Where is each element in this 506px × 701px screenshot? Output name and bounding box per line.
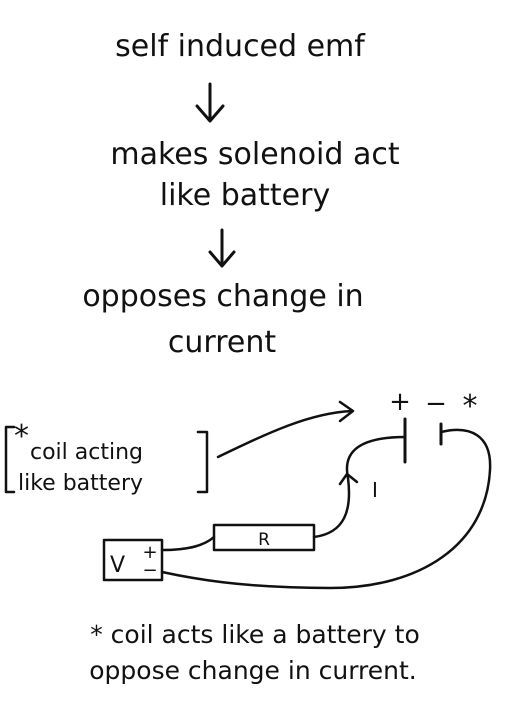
- callout-star: *: [14, 419, 29, 454]
- resistor-label: R: [258, 530, 270, 550]
- flow-step-2-line-1: makes solenoid act: [110, 137, 399, 172]
- callout-arrow: [216, 400, 355, 459]
- voltage-source-label: V: [110, 553, 125, 578]
- callout-line-1: coil acting: [30, 440, 143, 465]
- battery-star: *: [463, 389, 478, 424]
- current-arrow-head: [338, 472, 359, 486]
- voltage-source-minus: −: [142, 560, 157, 581]
- current-label: I: [372, 478, 378, 502]
- footnote-line-2: oppose change in current.: [89, 656, 417, 685]
- flow-arrow-1: [195, 82, 225, 123]
- voltage-source-plus: +: [142, 542, 157, 563]
- callout-line-2: like battery: [18, 471, 143, 496]
- callout-right-bracket: [196, 430, 209, 494]
- flow-step-3-line-2: current: [168, 325, 276, 360]
- wire-resistor-to-battery: [312, 435, 407, 539]
- battery-minus-sign: −: [425, 389, 447, 419]
- flow-step-3-line-1: opposes change in: [82, 279, 363, 314]
- flow-step-1: self induced emf: [115, 29, 366, 64]
- flow-step-2-line-2: like battery: [160, 178, 330, 213]
- flow-arrow-2: [208, 228, 236, 268]
- wire-source-to-resistor: [160, 535, 216, 552]
- callout-left-bracket: [4, 425, 16, 494]
- wire-battery-to-source: [160, 428, 492, 590]
- battery-plus-sign: +: [389, 387, 411, 417]
- voltage-source: [102, 538, 164, 582]
- footnote-line-1: * coil acts like a battery to: [90, 620, 420, 649]
